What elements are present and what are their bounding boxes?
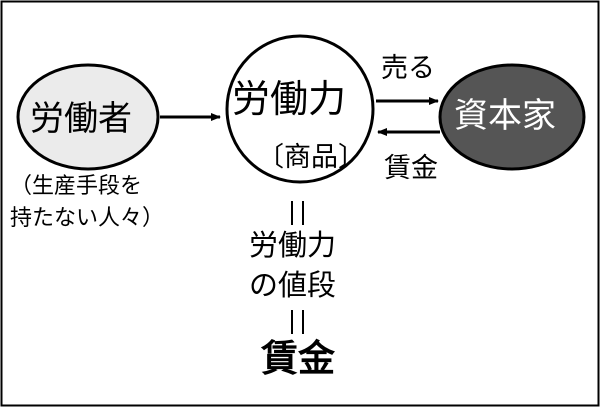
equals-sign-bottom bbox=[291, 310, 304, 334]
wage-result: 賃金 bbox=[261, 337, 335, 380]
worker-node bbox=[16, 63, 160, 171]
worker-label: 労働者 bbox=[30, 99, 132, 139]
labor-value-line2: の値段 bbox=[249, 268, 337, 302]
labor-value-line1: 労働力 bbox=[249, 228, 337, 262]
labor-power-sub-label: 〔商品〕 bbox=[257, 142, 365, 173]
equals-sign-top bbox=[291, 201, 304, 225]
capitalist-node bbox=[438, 63, 586, 171]
labor-power-label: 労働力 bbox=[232, 77, 347, 121]
capitalist-label: 資本家 bbox=[454, 96, 556, 136]
worker-note-line1: （生産手段を bbox=[10, 174, 143, 199]
wage-label: 賃金 bbox=[384, 153, 438, 184]
labor-power-node bbox=[225, 34, 375, 184]
sell-label: 売る bbox=[381, 53, 435, 84]
worker-note-line2: 持たない人々） bbox=[10, 206, 165, 231]
